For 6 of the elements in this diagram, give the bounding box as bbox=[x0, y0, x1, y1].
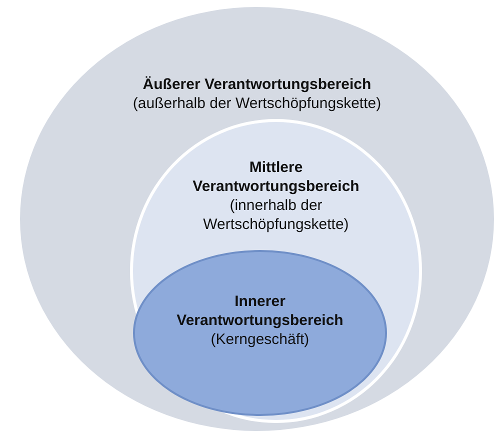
area-heading: Innerer Verantwortungsbereich bbox=[176, 292, 344, 330]
area-description: (innerhalb der Wertschöpfungskette) bbox=[202, 196, 350, 234]
area-description: (Kerngeschäft) bbox=[210, 330, 310, 349]
area-description: (außerhalb der Wertschöpfungskette) bbox=[132, 94, 382, 113]
area-heading: Äußerer Verantwortungsbereich bbox=[142, 75, 372, 94]
area-heading: Mittlere Verantwortungsbereich bbox=[192, 158, 360, 196]
